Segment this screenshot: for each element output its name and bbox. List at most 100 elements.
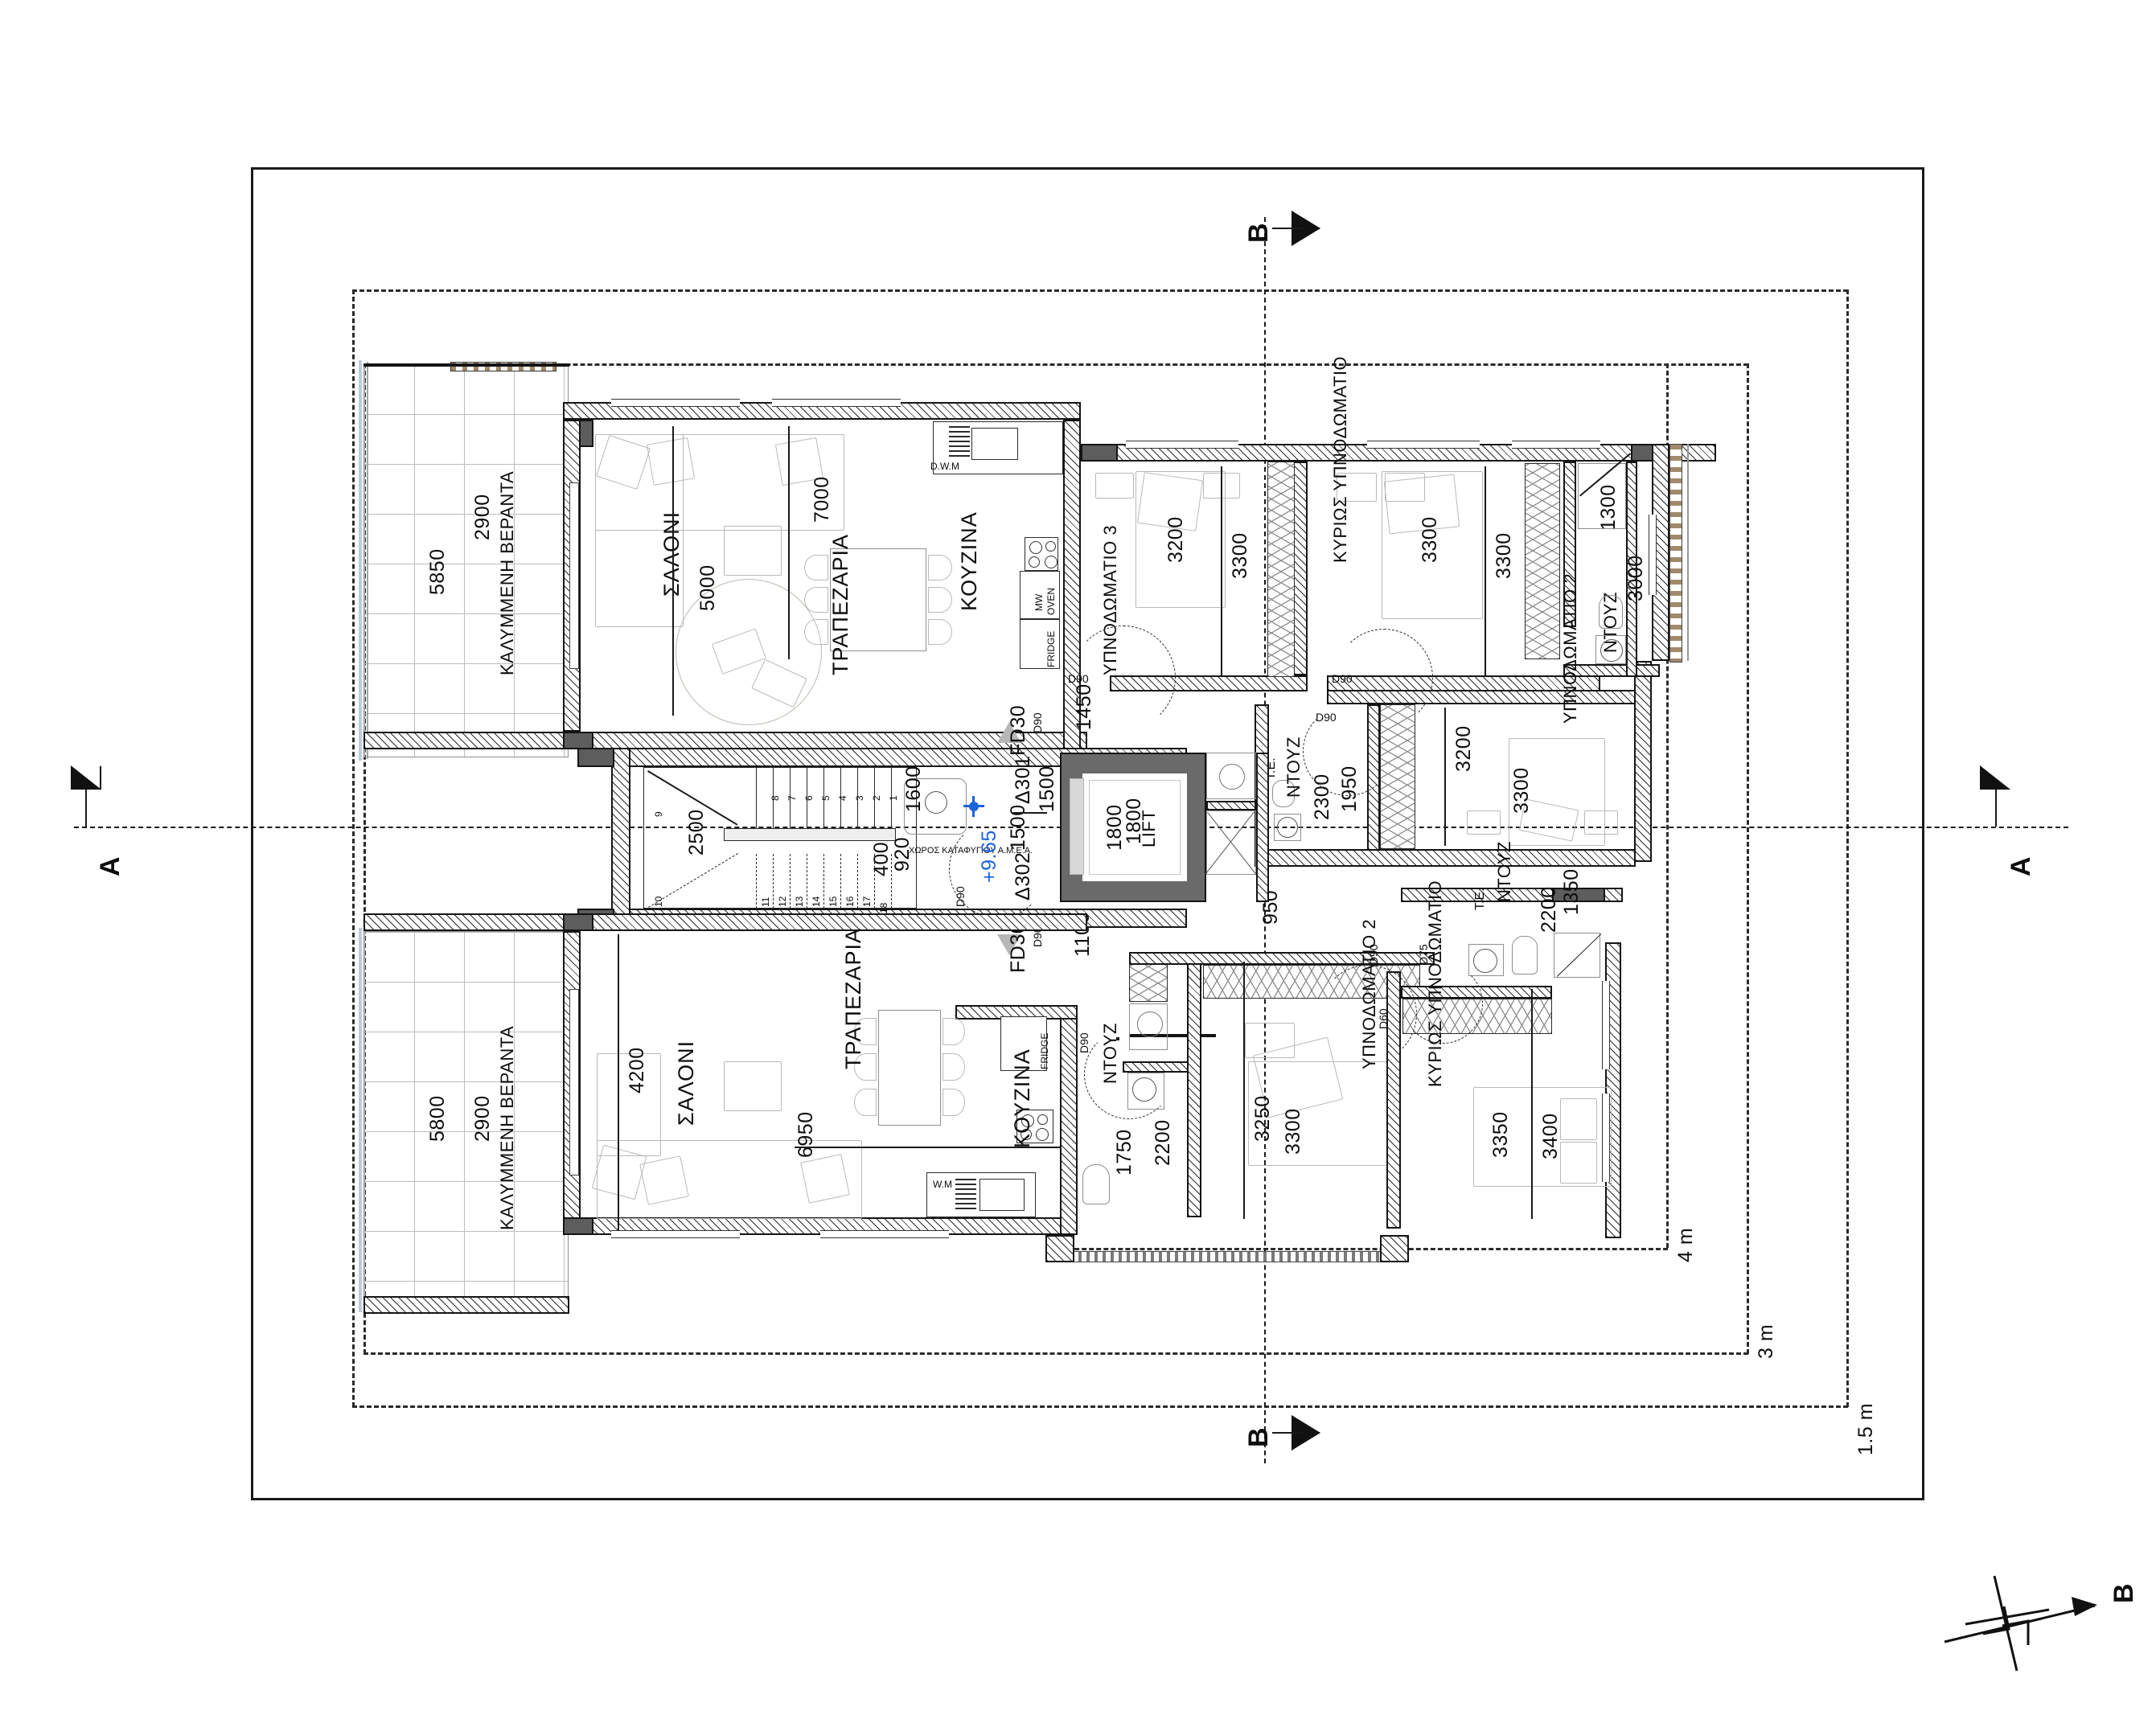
wall-bed3-master-divider xyxy=(1293,462,1308,675)
lower-master-pillow-1 xyxy=(1560,1098,1597,1140)
elevation-dot-icon xyxy=(969,802,979,811)
fd30-triangle-bottom xyxy=(997,934,1021,955)
bed3-bed xyxy=(1135,471,1226,608)
stair-num-5: 5 xyxy=(820,795,832,801)
stair-num-18: 18 xyxy=(878,902,889,913)
stair-handrail xyxy=(724,828,896,841)
setback-label-1_5m: 1.5 m xyxy=(1854,1402,1877,1455)
lower-wm-bars xyxy=(955,1179,976,1209)
upper-kitchen-sink xyxy=(971,428,1018,460)
upper-oven-label: OVEN xyxy=(1045,587,1057,615)
wall-bottom-terrace-left xyxy=(1045,1235,1074,1262)
wall-bedwing-right2 xyxy=(1634,661,1652,862)
dim-line-upper-7000 xyxy=(788,426,790,659)
lower-veranda-rail xyxy=(359,928,362,1312)
dim-lower-living-4200: 4200 xyxy=(626,1047,648,1093)
stair-num-10: 10 xyxy=(653,896,664,907)
wall-te-cupboard xyxy=(1206,801,1256,810)
lower-ens-wc xyxy=(1512,936,1538,974)
wall-lower-kitchen-right xyxy=(1060,1005,1078,1235)
bed2u-bed xyxy=(1509,738,1605,846)
stair-num-11: 11 xyxy=(760,897,771,907)
stair-num-14: 14 xyxy=(811,896,822,907)
section-label-b-bottom: B xyxy=(1243,1427,1274,1447)
wall-solid-lower-bl xyxy=(563,1217,593,1235)
upper-dining-chair-r3 xyxy=(928,619,952,645)
window-upper-top-2 xyxy=(772,399,901,407)
lower-ens-door-swing xyxy=(1402,963,1483,1044)
upper-fridge xyxy=(1020,619,1060,669)
lower-kitchen-label: ΚΟΥΖΙΝΑ xyxy=(1010,1048,1034,1148)
master-u-pillow-r xyxy=(1385,473,1425,502)
upper-dishwasher-label: D.W.M xyxy=(930,461,959,472)
dim-hall-1600: 1600 xyxy=(902,765,925,812)
setback-boundary-1_5m-bottom xyxy=(352,1405,1848,1408)
upper-veranda-edge xyxy=(367,362,368,759)
window-bedwing-top-1 xyxy=(1126,441,1238,449)
bed2u-label: ΥΠΝΟΔΩΜΑΤΙΟ 2 xyxy=(1560,572,1580,724)
lower-kitchen-sink xyxy=(979,1179,1025,1211)
lower-dining-chair-l1 xyxy=(854,1018,877,1045)
lower-fridge-label: FRIDGE xyxy=(1039,1032,1050,1069)
wall-upper-veranda-top xyxy=(363,363,569,367)
wall-bed2u-top xyxy=(1327,690,1636,704)
slider-upper-veranda xyxy=(569,482,579,669)
upper-dining-chair-r2 xyxy=(928,587,952,613)
wall-bed2u-bottom xyxy=(1255,849,1636,867)
stair-num-8: 8 xyxy=(770,795,781,801)
lift-car xyxy=(1082,773,1187,881)
te-label-lower: Τ.Ε. xyxy=(1473,888,1487,910)
upper-right-terrace-hatch xyxy=(1669,444,1682,663)
dim-lower-bed2-3250: 3250 xyxy=(1251,1095,1274,1142)
wall-solid-bedwing-tl xyxy=(1081,444,1118,462)
dim-bed2u-3300: 3300 xyxy=(1510,767,1533,814)
wall-bottom-terrace-right xyxy=(1380,1235,1409,1262)
setback-label-3m: 3 m xyxy=(1755,1323,1777,1359)
ensuite-shower-tray xyxy=(1578,463,1626,529)
lower-master-door-tag: D90 xyxy=(1367,944,1380,965)
dim-lower-ens-1350: 1350 xyxy=(1560,868,1583,915)
stair-num-16: 16 xyxy=(844,896,856,907)
stair-num-4: 4 xyxy=(837,795,848,801)
upper-sofa-chaise xyxy=(595,434,684,627)
upper-dishwasher-bars xyxy=(949,426,970,457)
lower-dining-label: ΤΡΑΠΕΖΑΡΙΑ xyxy=(841,927,865,1069)
lower-sofa-long xyxy=(597,1140,862,1219)
lower-armchair-2 xyxy=(639,1155,689,1205)
lower-wc-pan xyxy=(1082,1164,1110,1204)
wall-lower-bed2-top xyxy=(1129,952,1435,965)
lower-ens-door-tag: D75 xyxy=(1417,944,1430,965)
wall-lower-bath-right xyxy=(1187,952,1201,1217)
upper-kitchen-label: ΚΟΥΖΙΝΑ xyxy=(957,511,981,611)
setback-boundary-1_5m-top xyxy=(352,289,1848,292)
wall-upper-top xyxy=(563,402,1081,420)
window-master-right-2 xyxy=(1602,1093,1610,1182)
bed2u-wardrobe xyxy=(1380,704,1415,849)
lower-ens-shower xyxy=(1554,933,1600,978)
detail-301-label: Δ301 xyxy=(1012,755,1034,804)
bed3-wardrobe xyxy=(1267,462,1295,677)
dim-bed2u-3200: 3200 xyxy=(1452,725,1475,772)
window-master-right-1 xyxy=(1602,981,1610,1069)
ensuite-wc xyxy=(1599,595,1623,629)
dim-hall-1500: 1500 xyxy=(1036,765,1058,812)
window-bedwing-top-2 xyxy=(1367,441,1480,449)
setback-label-4m: 4 m xyxy=(1674,1227,1697,1262)
lift-door xyxy=(1070,778,1084,875)
lower-armchair-3 xyxy=(800,1154,850,1204)
upper-veranda-tiles xyxy=(363,363,569,757)
dim-lower-master-3350: 3350 xyxy=(1489,1111,1512,1158)
section-label-b-top: B xyxy=(1243,223,1274,243)
upper-armchair-2 xyxy=(646,437,696,486)
stair-num-13: 13 xyxy=(794,896,805,907)
lower-wc-door-swing xyxy=(1084,1029,1174,1119)
stair-num-9: 9 xyxy=(653,811,664,817)
stair-enclosure xyxy=(643,767,917,909)
window-lower-bottom-2 xyxy=(820,1230,949,1238)
dim-stair-400: 400 xyxy=(870,841,893,876)
dim-lower-veranda-width: 2900 xyxy=(471,1095,494,1142)
upper-dining-table xyxy=(830,548,926,651)
dim-ensuite-3000: 3000 xyxy=(1624,555,1647,601)
lower-ens-basin xyxy=(1468,944,1504,976)
